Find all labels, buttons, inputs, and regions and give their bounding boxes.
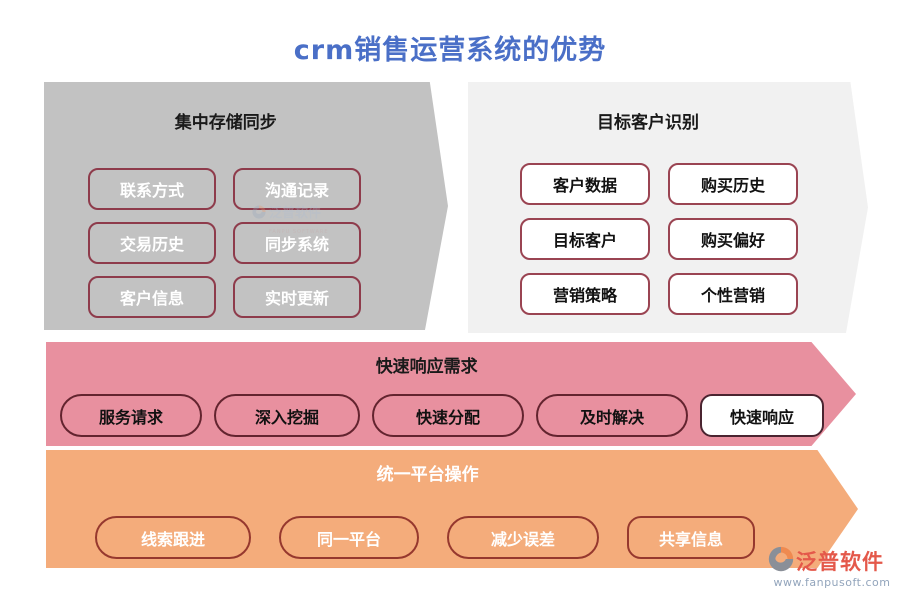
storage-item-trade: 交易历史 — [88, 222, 216, 264]
target-item-data: 客户数据 — [520, 163, 650, 205]
response-item-respond: 快速响应 — [700, 394, 824, 437]
section-storage-items: 联系方式 沟通记录 交易历史 同步系统 客户信息 实时更新 — [88, 168, 361, 318]
section-target-items: 客户数据 购买历史 目标客户 购买偏好 营销策略 个性营销 — [520, 163, 798, 315]
section-response-title: 快速响应需求 — [375, 357, 478, 377]
section-target-title: 目标客户识别 — [597, 113, 699, 133]
platform-item-leads: 线索跟进 — [95, 516, 251, 559]
section-response-banner: 快速响应需求 服务请求 深入挖掘 快速分配 及时解决 快速响应 — [46, 342, 856, 446]
section-storage-title: 集中存储同步 — [174, 113, 277, 133]
target-item-prefer: 购买偏好 — [668, 218, 798, 260]
section-platform-title: 统一平台操作 — [376, 465, 479, 485]
target-item-strategy: 营销策略 — [520, 273, 650, 315]
platform-item-share: 共享信息 — [627, 516, 755, 559]
storage-item-contact: 联系方式 — [88, 168, 216, 210]
response-item-request: 服务请求 — [60, 394, 202, 437]
storage-item-comm: 沟通记录 — [233, 168, 361, 210]
brand-name: 泛普软件 — [796, 550, 884, 574]
section-platform-banner: 统一平台操作 线索跟进 同一平台 减少误差 共享信息 — [46, 450, 858, 568]
storage-item-sync: 同步系统 — [233, 222, 361, 264]
section-target-block: 目标客户识别 客户数据 购买历史 目标客户 购买偏好 营销策略 个性营销 — [468, 82, 868, 333]
target-item-history: 购买历史 — [668, 163, 798, 205]
brand-swirl-icon — [768, 546, 794, 576]
storage-item-customer: 客户信息 — [88, 276, 216, 318]
target-item-target: 目标客户 — [520, 218, 650, 260]
response-item-solve: 及时解决 — [536, 394, 688, 437]
section-storage-block: 集中存储同步 联系方式 沟通记录 交易历史 同步系统 客户信息 实时更新 — [44, 82, 448, 330]
response-item-mining: 深入挖掘 — [214, 394, 360, 437]
brand-logo: 泛普软件 www.fanpusoft.com — [768, 546, 896, 589]
brand-url: www.fanpusoft.com — [773, 576, 891, 589]
section-response-items: 服务请求 深入挖掘 快速分配 及时解决 快速响应 — [60, 394, 824, 437]
storage-item-realtime: 实时更新 — [233, 276, 361, 318]
response-item-dispatch: 快速分配 — [372, 394, 524, 437]
platform-item-error: 减少误差 — [447, 516, 599, 559]
section-platform-items: 线索跟进 同一平台 减少误差 共享信息 — [95, 516, 755, 559]
target-item-personal: 个性营销 — [668, 273, 798, 315]
platform-item-platform: 同一平台 — [279, 516, 419, 559]
page-title: crm销售运营系统的优势 — [293, 35, 607, 66]
